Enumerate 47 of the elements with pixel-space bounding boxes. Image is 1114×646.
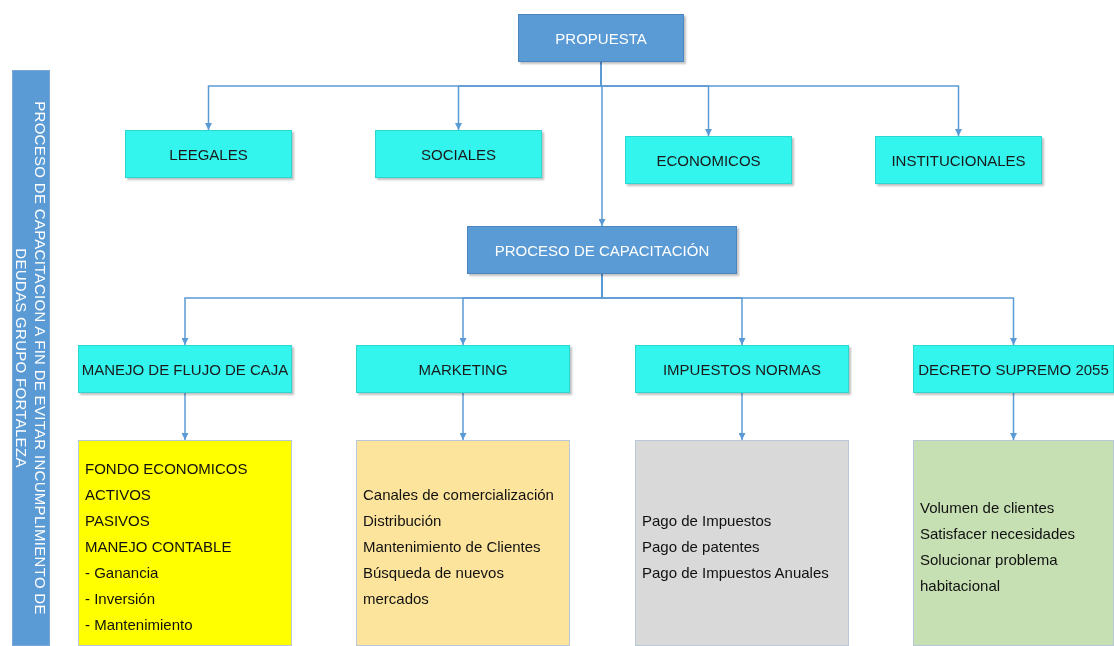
topic-box [356,345,570,393]
box-label: LEEGALES [169,145,248,163]
list-item: FONDO ECONOMICOS [85,459,248,479]
arrow [598,61,606,227]
category-box [375,130,542,178]
vertical-title: PROCESO DE CAPACITACION A FIN DE EVITAR INCUMPLIMIENTO DE DEUDAS GRUPO FORTALEZA [12,100,50,617]
category-box [875,136,1042,184]
topic-box [635,345,849,393]
list-item: Volumen de clientes [920,498,1055,518]
list-item: Pago de Impuestos Anuales [642,563,829,583]
detail-box [356,440,570,646]
list-item: - Ganancia [85,563,159,583]
topic-box [78,345,292,393]
box-label: ECONOMICOS [656,151,761,169]
arrow [459,392,467,441]
box-label: DECRETO SUPREMO 2055 [918,360,1109,378]
detail-box [913,440,1114,646]
arrow [1010,392,1017,441]
detail-box [78,440,292,646]
box-label: IMPUESTOS NORMAS [662,360,822,378]
list-item: MANEJO CONTABLE [85,537,232,557]
category-box [125,130,292,178]
category-box [625,136,792,184]
arrow [181,392,189,441]
title-box [518,14,684,62]
list-item: PASIVOS [85,511,150,531]
list-item: Pago de Impuestos [642,511,772,531]
list-item: Búsqueda de nuevos mercados [363,563,505,609]
box-label: PROPUESTA [555,29,647,47]
list-item: Canales de comercialización [363,485,554,505]
box-label: MANEJO DE FLUJO DE CAJA [81,360,289,378]
detail-box [635,440,849,646]
arrow [738,392,746,441]
topic-box [913,345,1114,393]
list-item: Distribución [363,511,442,531]
list-item: Solucionar problema habitacional [920,550,1059,596]
list-item: Mantenimiento de Clientes [363,537,541,557]
box-label: INSTITUCIONALES [891,151,1026,169]
list-item: Pago de patentes [642,537,760,557]
list-item: - Mantenimiento [85,615,193,635]
list-item: ACTIVOS [85,485,151,505]
list-item: Satisfacer necesidades [920,524,1076,544]
box-label: PROCESO DE CAPACITACIÓN [494,241,710,259]
box-label: SOCIALES [421,145,496,163]
list-item: - Inversión [85,589,156,609]
process-box [467,226,737,274]
box-label: MARKETING [418,360,508,378]
